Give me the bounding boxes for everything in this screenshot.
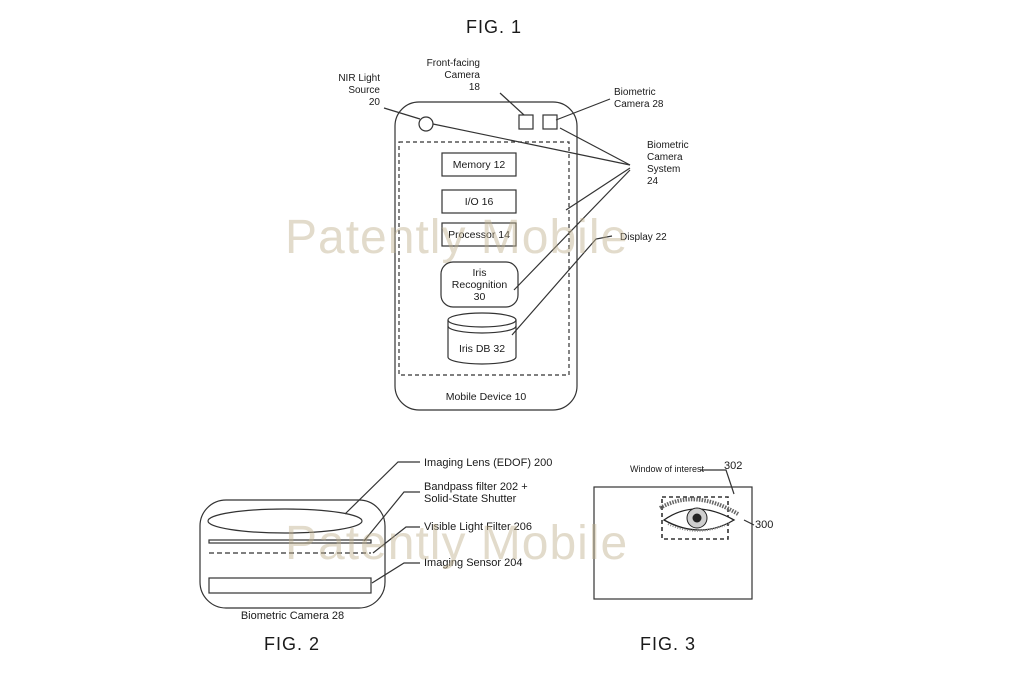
io-label: I/O 16 [464,196,494,208]
leader-biometric-camera [555,98,611,121]
leader-visible [372,526,420,554]
label-biometric-camera-module: Biometric Camera 28 [240,610,345,622]
label-bandpass-filter: Bandpass filter 202 + Solid-State Shutte… [424,481,528,505]
biometric-camera-shape [542,114,558,130]
iris-db-cylinder [447,320,517,365]
front-camera-shape [518,114,534,130]
mobile-device-label: Mobile Device 10 [445,391,527,403]
leader-bandpass [363,491,420,542]
memory-label: Memory 12 [452,159,506,171]
leader-nir [383,107,421,120]
iris-recognition-box [440,261,519,308]
leader-front-camera [499,92,525,116]
leader-window [700,469,735,495]
eye-drawing [659,497,740,532]
label-imaging-sensor: Imaging Sensor 204 [424,557,523,569]
leader-system-4 [513,169,631,291]
label-window-of-interest: Window of interest [630,464,705,474]
nir-light-source-shape [418,116,434,132]
camera-module-outline [199,499,386,609]
memory-box [441,152,517,177]
leader-system-2 [559,127,631,166]
label-image-number: 300 [755,519,774,531]
label-front-camera: Front-facing Camera 18 [426,58,480,93]
bandpass-filter-shape [208,539,372,544]
leader-display [511,235,613,336]
captured-image-frame [593,486,753,600]
iris-db-label: Iris DB 32 [458,343,506,355]
leader-system-1 [432,123,631,166]
processor-box [441,222,517,247]
label-biometric-camera-system: Biometric Camera System 24 [647,140,689,187]
io-box [441,189,517,214]
figure-1-title: FIG. 1 [466,17,523,37]
label-biometric-camera: Biometric Camera 28 [614,87,664,110]
leader-sensor [371,562,420,584]
iris-db-cylinder-ring [447,325,517,334]
processor-label: Processor 14 [448,229,510,241]
mobile-device-outline [394,101,578,411]
leader-image [743,519,755,526]
imaging-lens-shape [207,508,363,534]
leader-system-3 [565,167,631,211]
label-visible-light-filter: Visible Light Filter 206 [424,521,533,533]
biometric-system-boundary [398,141,570,376]
label-imaging-lens: Imaging Lens (EDOF) 200 [424,457,553,469]
leader-lens [344,461,420,515]
imaging-sensor-shape [208,577,372,594]
label-nir-light-source: NIR Light Source 20 [338,73,380,108]
figure-2-title: FIG. 2 [264,634,321,654]
figure-3-title: FIG. 3 [640,634,697,654]
label-window-number: 302 [724,460,743,472]
label-display: Display 22 [620,232,667,243]
iris-db-cylinder-top [447,312,517,328]
iris-recognition-label: Iris Recognition 30 [451,267,508,303]
